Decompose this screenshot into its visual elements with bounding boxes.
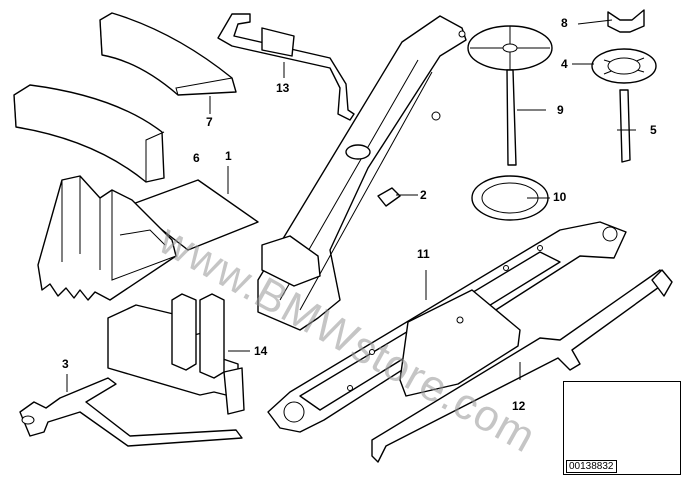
inset-frame [563,381,681,475]
wheel-chock [37,175,177,301]
callout-9: 9 [557,103,564,117]
nut-disc [591,48,657,84]
callout-5: 5 [650,123,657,137]
disc-bolt [467,25,553,166]
jack-standing [257,15,467,331]
wing-nut [607,9,645,33]
lug-wrench [19,377,243,447]
callout-6: 6 [193,151,200,165]
callout-7: 7 [206,115,213,129]
foam-insert-upper [99,12,237,96]
callout-10: 10 [553,190,567,204]
leader-lines [66,19,636,392]
callout-14: 14 [254,344,268,358]
jack-bracket [217,13,355,121]
foam-insert-lower [13,84,165,183]
mat [129,179,259,251]
callout-3: 3 [62,357,69,371]
callout-8: 8 [561,16,568,30]
callout-2: 2 [420,188,427,202]
callout-13: 13 [276,81,290,95]
callout-11: 11 [417,247,430,261]
tool-holder [107,293,245,415]
callout-1: 1 [225,149,232,163]
threaded-rod [619,89,631,163]
callout-12: 12 [512,399,526,413]
scissor-jack [267,221,627,433]
inset-code: 00138832 [566,460,617,473]
jack-crank [371,269,673,463]
callout-4: 4 [561,57,568,71]
